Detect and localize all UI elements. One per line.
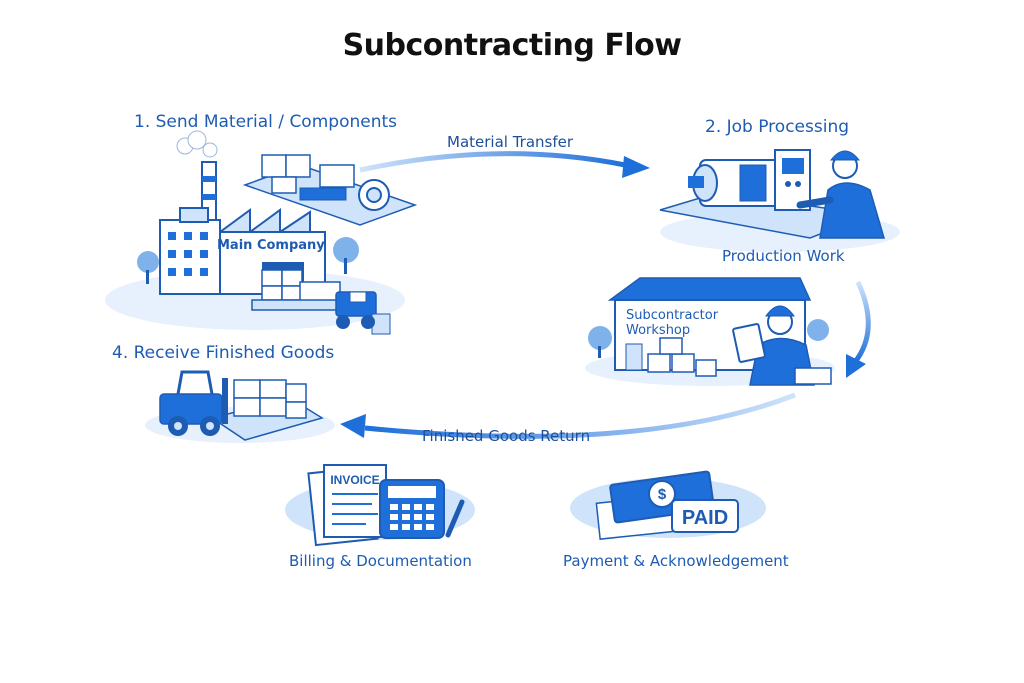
payment-illustration: $ PAID	[570, 470, 766, 540]
subcontractor-workshop-illustration	[585, 277, 835, 386]
step-send-material-label: 1. Send Material / Components	[134, 112, 397, 132]
payment-acknowledgement-label: Payment & Acknowledgement	[563, 552, 789, 570]
job-processing-illustration	[659, 149, 900, 252]
billing-documentation-label: Billing & Documentation	[289, 552, 472, 570]
paid-stamp: PAID	[682, 507, 728, 529]
production-work-label: Production Work	[722, 247, 845, 265]
invoice-text: INVOICE	[330, 473, 379, 487]
finished-goods-return-arrow	[340, 392, 796, 439]
finished-goods-return-label: Finished Goods Return	[422, 427, 591, 445]
main-company-illustration	[105, 130, 405, 335]
step-job-processing-label: 2. Job Processing	[705, 117, 850, 137]
material-transfer-label: Material Transfer	[447, 133, 574, 151]
processing-to-workshop-arrow	[846, 280, 871, 378]
material-transfer-arrow	[359, 151, 650, 178]
material-pallet	[242, 154, 418, 226]
receive-goods-illustration	[145, 370, 335, 443]
billing-illustration: INVOICE	[285, 464, 475, 547]
page-title: Subcontracting Flow	[342, 28, 682, 63]
subcontractor-workshop-label: Subcontractor Workshop	[626, 308, 719, 338]
dollar-icon: $	[658, 486, 667, 503]
main-company-label: Main Company	[217, 238, 325, 253]
step-receive-goods-label: 4. Receive Finished Goods	[112, 343, 335, 363]
